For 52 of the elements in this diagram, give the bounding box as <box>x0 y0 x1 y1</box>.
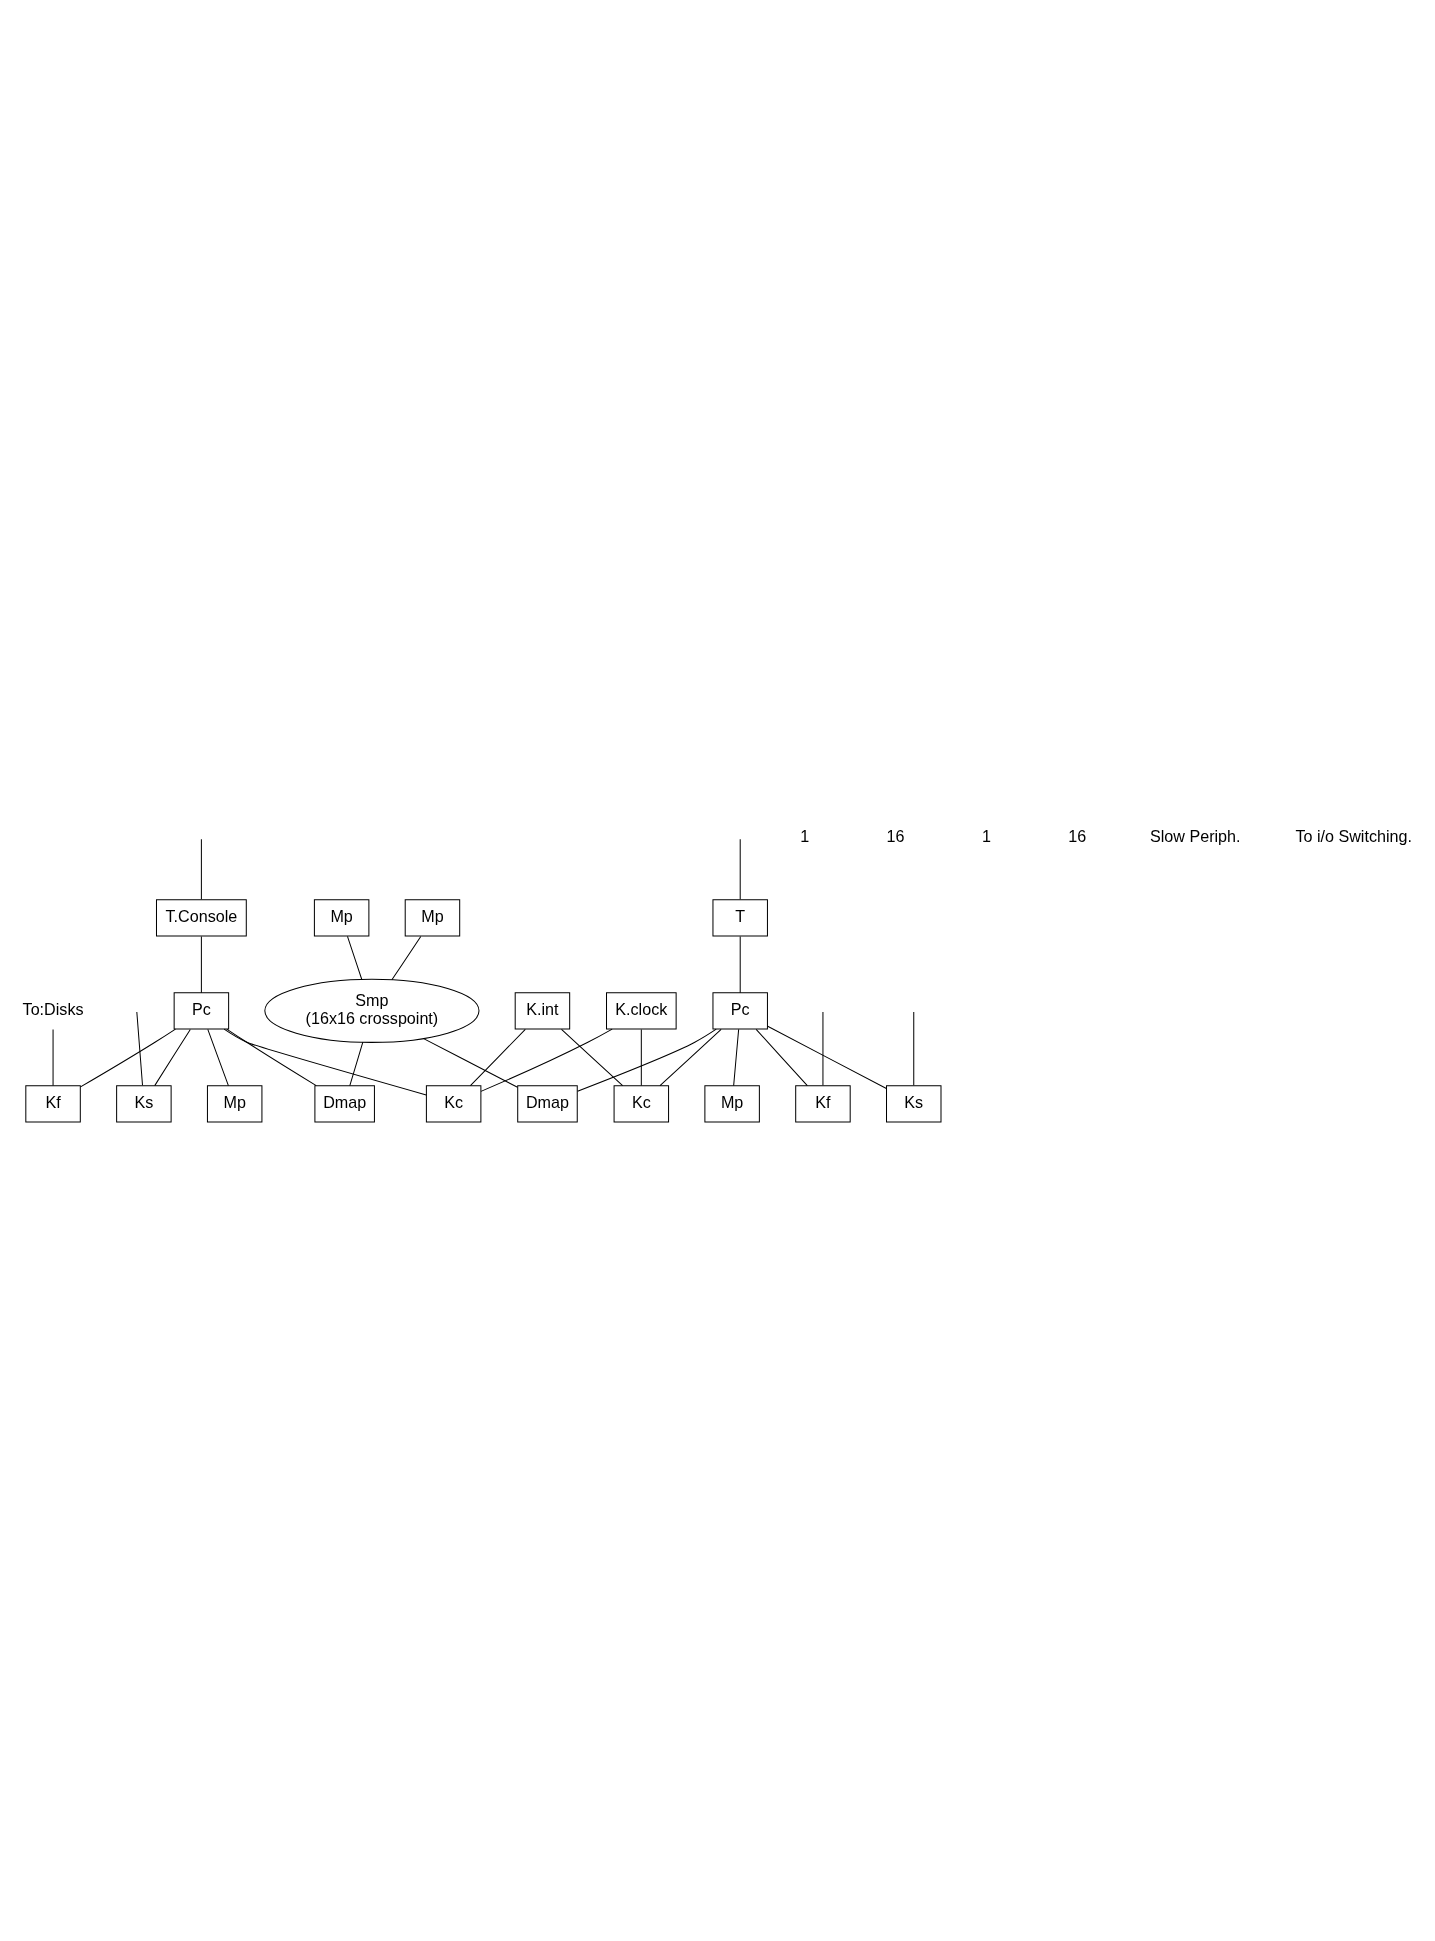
connector <box>659 1028 722 1086</box>
connector <box>640 1028 642 1086</box>
connector <box>733 1028 740 1086</box>
label: 16 <box>1068 826 1087 845</box>
label: 16 <box>886 826 905 845</box>
connector <box>469 1028 526 1086</box>
connector <box>200 935 202 993</box>
connector <box>577 1028 717 1092</box>
connector <box>391 935 422 980</box>
node-box: Mp <box>313 898 370 937</box>
node-box: Kf <box>795 1084 851 1122</box>
connector <box>822 1010 824 1086</box>
connector <box>755 1028 808 1086</box>
node-box: T.Console <box>156 898 247 937</box>
connector <box>346 935 363 980</box>
node-box: Dmap <box>314 1084 375 1122</box>
node-box: K.int <box>514 991 571 1030</box>
label: To i/o Switching. <box>1295 826 1412 845</box>
label: 1 <box>981 826 991 845</box>
connector <box>349 1041 364 1086</box>
connector <box>223 1028 427 1095</box>
connector <box>80 1028 176 1087</box>
node-box: K.clock <box>606 991 677 1030</box>
node-box: Mp <box>404 898 461 937</box>
connector <box>226 1028 317 1086</box>
node-box: Mp <box>206 1084 263 1122</box>
node-box: Ks <box>116 1084 172 1122</box>
connector <box>154 1028 191 1086</box>
node-box: Kc <box>425 1084 482 1122</box>
node-box: Kf <box>25 1084 81 1122</box>
node-box: Mp <box>704 1084 760 1122</box>
label: Slow Periph. <box>1150 826 1241 845</box>
connector <box>739 838 741 900</box>
connector <box>200 838 202 900</box>
node-box: Pc <box>173 991 230 1030</box>
connector <box>423 1037 518 1088</box>
label: 1 <box>800 826 810 845</box>
node-box: T <box>712 898 768 937</box>
connector <box>561 1028 624 1086</box>
node-ellipse: Smp (16x16 crosspoint) <box>264 978 480 1043</box>
connector <box>913 1010 915 1086</box>
connector <box>739 935 741 993</box>
connector <box>767 1025 887 1089</box>
connector <box>136 1010 143 1086</box>
node-box: Kc <box>613 1084 670 1122</box>
connector <box>52 1028 54 1086</box>
node-text: To:Disks <box>22 999 84 1018</box>
node-box: Pc <box>712 991 768 1030</box>
connector <box>480 1028 613 1092</box>
connector <box>207 1028 229 1086</box>
node-box: Dmap <box>517 1084 578 1122</box>
node-box: Ks <box>886 1084 942 1122</box>
